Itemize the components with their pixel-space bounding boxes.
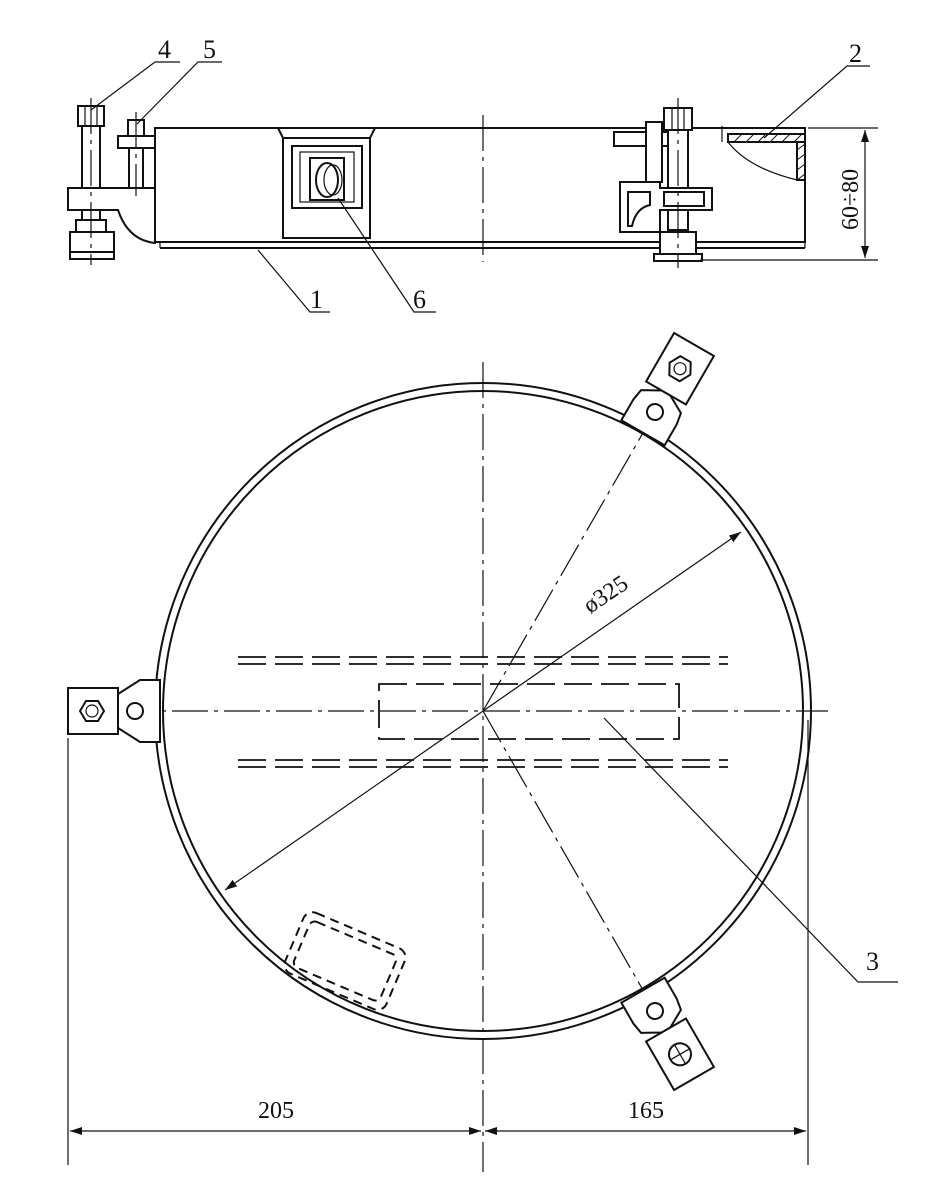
side-right-clamp	[613, 98, 713, 268]
lug-left-nut	[78, 700, 106, 722]
callout-2: 2	[763, 39, 870, 139]
side-body	[154, 127, 806, 243]
callout-1: 1	[257, 249, 330, 314]
radial-bottom-right	[482, 710, 656, 1012]
lug-left	[67, 679, 161, 743]
callout-6: 6	[337, 197, 436, 314]
side-left-clamp	[67, 98, 156, 265]
callout-3-label: 3	[866, 947, 879, 976]
bolt-4-foot	[69, 231, 115, 253]
plan-view: ø325	[67, 331, 898, 1172]
dim-height-label: 60÷80	[838, 169, 864, 230]
lug-bottom-right-hole	[646, 1002, 664, 1020]
callout-6-label: 6	[413, 285, 426, 314]
bolt-right-small	[645, 121, 663, 183]
lug-top-right	[619, 331, 716, 447]
lug-left-hole	[126, 702, 144, 720]
dim-left-label: 205	[258, 1098, 294, 1124]
callout-1-label: 1	[310, 285, 323, 314]
dim-bottom: 205 165	[67, 720, 809, 1165]
lug-top-right-nut	[668, 355, 692, 383]
callout-5: 5	[136, 35, 222, 125]
callout-4-label: 4	[158, 35, 171, 64]
side-lens	[315, 162, 339, 198]
dim-right-label: 165	[628, 1098, 664, 1124]
callout-4: 4	[90, 35, 180, 111]
dim-height: 60÷80	[700, 127, 878, 261]
side-window	[277, 127, 376, 239]
callout-2-label: 2	[849, 39, 862, 68]
plan-hidden-block	[283, 911, 407, 1011]
dim-diameter-line	[224, 531, 742, 891]
callout-3: 3	[603, 717, 898, 983]
callout-5-label: 5	[203, 35, 216, 64]
lug-bottom-right	[619, 976, 716, 1092]
side-view: 60÷80 4 5 2 1 6	[67, 35, 878, 314]
dim-diameter-label: ø325	[579, 571, 633, 619]
side-insert-2	[721, 126, 806, 181]
plan-inner-ring	[162, 390, 804, 1032]
radial-top-right	[482, 411, 656, 712]
lug-top-right-hole	[646, 403, 664, 421]
